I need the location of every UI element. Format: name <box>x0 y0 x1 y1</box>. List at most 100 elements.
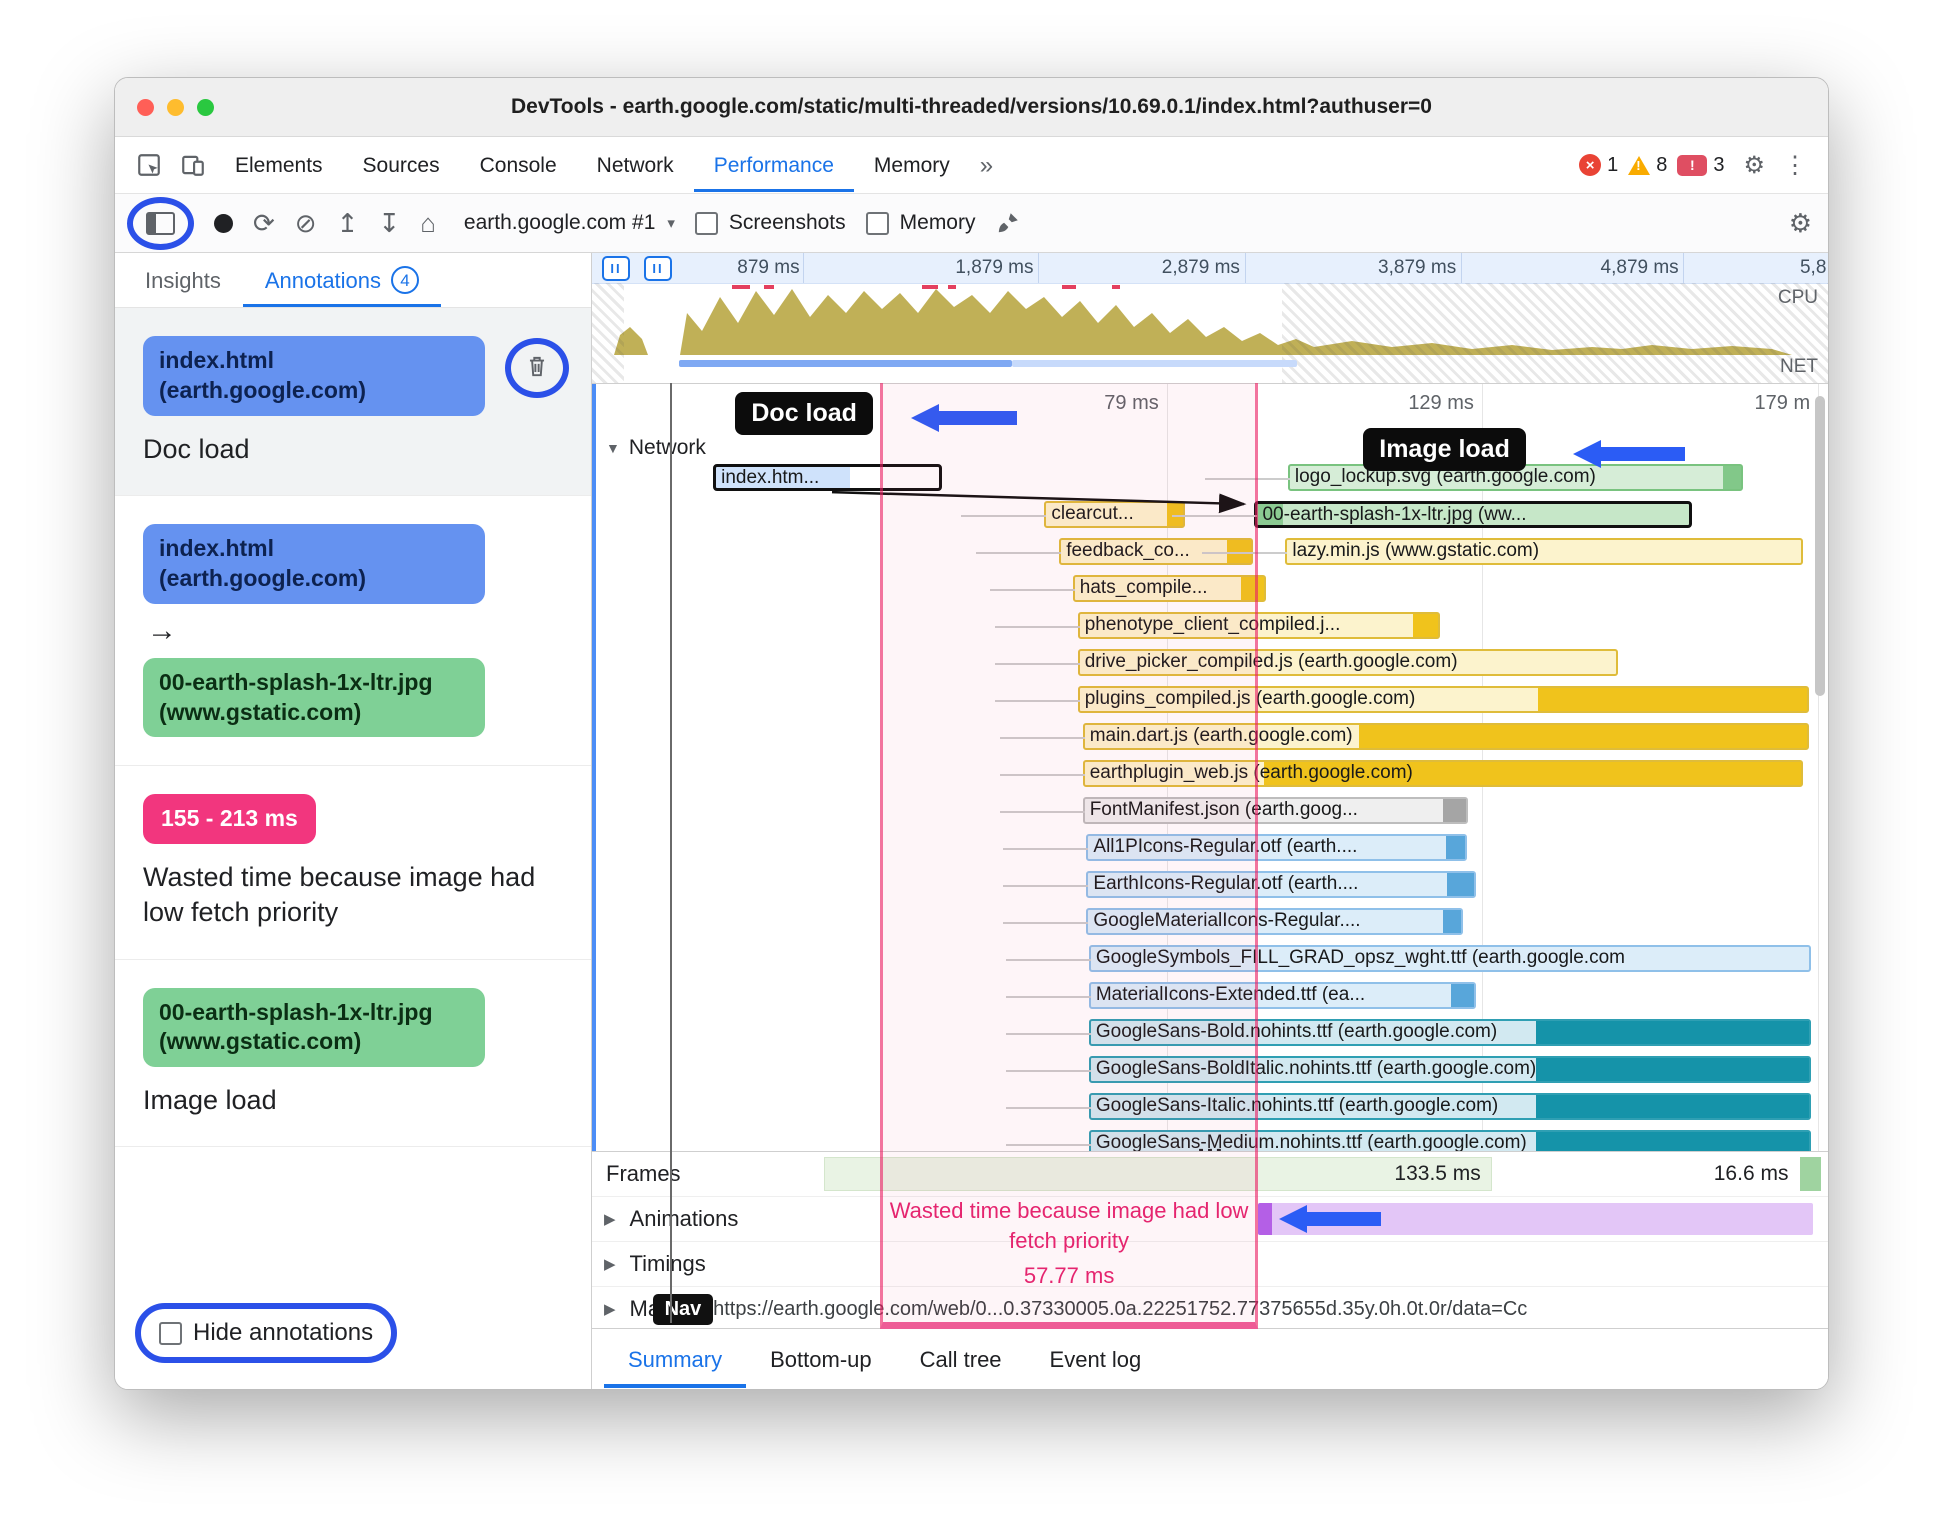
network-request-bar[interactable]: GoogleSans-Italic.nohints.ttf (earth.goo… <box>1005 1093 1811 1120</box>
frame-duration-bar[interactable]: 133.5 ms <box>824 1157 1492 1191</box>
network-request-bar[interactable]: GoogleSans-Medium.nohints.ttf (earth.goo… <box>1005 1130 1811 1151</box>
warnings-count: 8 <box>1656 153 1668 176</box>
memory-label: Memory <box>899 211 976 234</box>
expand-icon[interactable]: ▶ <box>604 1211 616 1228</box>
network-request-bar[interactable]: earthplugin_web.js (earth.google.com) <box>999 760 1804 787</box>
tab-elements[interactable]: Elements <box>235 153 323 177</box>
screenshots-checkbox[interactable] <box>694 211 718 235</box>
main-thread-track[interactable]: ▶ Ma Nav https://earth.google.com/web/0.… <box>592 1286 1828 1331</box>
annotation-label: Doc load <box>143 433 250 464</box>
toggle-sidebar-icon[interactable] <box>146 211 175 235</box>
profile-name: earth.google.com #1 <box>463 211 656 234</box>
capture-settings-gear-icon[interactable]: ⚙ <box>1788 208 1812 238</box>
ruler-time-label: 5,8 <box>1799 257 1827 278</box>
network-request-bar[interactable]: All1PIcons-Regular.otf (earth.... <box>1003 834 1468 861</box>
tab-sources[interactable]: Sources <box>362 153 440 177</box>
tab-bottom-up[interactable]: Bottom-up <box>770 1346 872 1372</box>
network-request-bar[interactable]: drive_picker_compiled.js (earth.google.c… <box>994 649 1618 676</box>
time-marker-label: 129 ms <box>1408 392 1474 414</box>
annotation-entry-image-load[interactable]: 00-earth-splash-1x-ltr.jpg (www.gstatic.… <box>115 960 591 1148</box>
errors-icon[interactable]: × <box>1579 154 1602 176</box>
record-button[interactable] <box>214 213 233 233</box>
network-request-bar[interactable]: GoogleSans-Bold.nohints.ttf (earth.googl… <box>1005 1019 1811 1046</box>
breadcrumb-marker-button[interactable]: II <box>644 256 672 281</box>
save-profile-icon[interactable]: ↧ <box>378 208 401 238</box>
network-track-header[interactable]: ▼ Network <box>606 436 706 460</box>
request-label: plugins_compiled.js (earth.google.com) <box>1084 688 1416 709</box>
scrollbar-thumb[interactable] <box>1815 396 1825 696</box>
tab-summary[interactable]: Summary <box>604 1331 746 1388</box>
window-controls <box>137 98 214 116</box>
network-request-bar[interactable]: FontManifest.json (earth.goog... <box>999 797 1469 824</box>
breadcrumb-marker-button[interactable]: II <box>602 256 630 281</box>
overflow-ellipsis[interactable]: … <box>1196 1128 1224 1152</box>
kebab-menu-icon[interactable]: ⋮ <box>1783 151 1807 179</box>
annotation-label: Wasted time because image had low fetch … <box>143 862 536 928</box>
screenshots-toggle: Screenshots <box>694 211 846 235</box>
network-request-bar[interactable]: lazy.min.js (www.gstatic.com) <box>1202 538 1804 565</box>
garbage-collect-icon[interactable] <box>995 210 1021 236</box>
timings-track[interactable]: ▶ Timings <box>592 1241 1828 1286</box>
reload-and-record-icon[interactable]: ⟳ <box>253 208 275 238</box>
tab-console[interactable]: Console <box>479 153 557 177</box>
warnings-icon[interactable] <box>1628 155 1651 175</box>
network-request-bar[interactable]: GoogleSymbols_FILL_GRAD_opsz_wght.ttf (e… <box>1005 945 1811 972</box>
load-profile-icon[interactable]: ↥ <box>336 208 359 238</box>
annotation-circle-delete <box>505 338 569 398</box>
navigation-url: https://earth.google.com/web/0...0.37330… <box>713 1297 1528 1320</box>
frames-track[interactable]: Frames 133.5 ms 16.6 ms <box>592 1152 1828 1196</box>
clear-recording-icon[interactable]: ⊘ <box>294 208 317 238</box>
issues-icon[interactable]: ! <box>1677 154 1708 176</box>
network-request-bar[interactable]: main.dart.js (earth.google.com) <box>999 723 1810 750</box>
home-icon[interactable]: ⌂ <box>420 208 436 238</box>
request-label: MaterialIcons-Extended.ttf (ea... <box>1095 984 1366 1005</box>
memory-checkbox[interactable] <box>865 211 889 235</box>
tab-call-tree[interactable]: Call tree <box>919 1346 1002 1372</box>
tab-insights[interactable]: Insights <box>145 267 221 293</box>
tab-annotations[interactable]: Annotations 4 <box>243 253 441 307</box>
close-window-button[interactable] <box>137 98 154 116</box>
network-request-bar[interactable]: index.htm... <box>713 464 942 491</box>
screenshots-label: Screenshots <box>728 211 846 234</box>
network-request-bar[interactable]: plugins_compiled.js (earth.google.com) <box>994 686 1810 713</box>
profile-select[interactable]: earth.google.com #1 ▾ <box>464 211 675 235</box>
tab-memory[interactable]: Memory <box>873 153 950 177</box>
expand-icon[interactable]: ▶ <box>604 1256 616 1273</box>
time-gridline <box>1818 384 1820 1151</box>
entry-chip-image: 00-earth-splash-1x-ltr.jpg (www.gstatic.… <box>143 987 485 1068</box>
minimize-window-button[interactable] <box>167 98 184 116</box>
device-toolbar-icon[interactable] <box>180 152 206 178</box>
network-request-bar[interactable]: MaterialIcons-Extended.ttf (ea... <box>1005 982 1476 1009</box>
tab-performance[interactable]: Performance <box>694 139 854 192</box>
annotation-entry-doc-load[interactable]: index.html (earth.google.com) Doc load <box>115 308 591 496</box>
delete-annotation-icon[interactable] <box>524 352 550 385</box>
hide-annotations-checkbox[interactable] <box>159 1321 182 1345</box>
annotation-entry-link[interactable]: index.html (earth.google.com) → 00-earth… <box>115 496 591 767</box>
network-request-bar[interactable]: GoogleSans-BoldItalic.nohints.ttf (earth… <box>1005 1056 1811 1083</box>
entry-chip-image: 00-earth-splash-1x-ltr.jpg (www.gstatic.… <box>143 657 485 738</box>
out-of-range-hatch <box>592 283 625 383</box>
animations-track[interactable]: ▶ Animations <box>592 1196 1828 1241</box>
network-request-bar[interactable]: EarthIcons-Regular.otf (earth.... <box>1003 871 1476 898</box>
network-request-bar[interactable]: GoogleMaterialIcons-Regular.... <box>1003 908 1464 935</box>
network-request-bar[interactable]: hats_compile... <box>989 575 1266 602</box>
request-label: drive_picker_compiled.js (earth.google.c… <box>1084 651 1458 672</box>
annotation-entry-time-range[interactable]: 155 - 213 ms Wasted time because image h… <box>115 766 591 960</box>
network-request-bar[interactable]: phenotype_client_compiled.j... <box>994 612 1440 639</box>
settings-gear-icon[interactable]: ⚙ <box>1743 151 1765 179</box>
annotation-list: index.html (earth.google.com) Doc load i… <box>115 308 591 1389</box>
inspect-element-icon[interactable] <box>136 152 162 178</box>
expand-icon[interactable]: ▶ <box>604 1301 616 1318</box>
frame-duration-bar[interactable] <box>1799 1157 1821 1191</box>
network-request-bar[interactable]: 00-earth-splash-1x-ltr.jpg (ww... <box>1172 501 1693 528</box>
ruler-time-label: 4,879 ms <box>1600 257 1679 278</box>
tab-network[interactable]: Network <box>596 153 674 177</box>
collapse-icon[interactable]: ▼ <box>606 440 620 456</box>
tab-event-log[interactable]: Event log <box>1049 1346 1142 1372</box>
network-request-bar[interactable]: clearcut... <box>961 501 1186 528</box>
more-tabs-button[interactable]: » <box>979 151 994 179</box>
zoom-window-button[interactable] <box>197 98 214 116</box>
